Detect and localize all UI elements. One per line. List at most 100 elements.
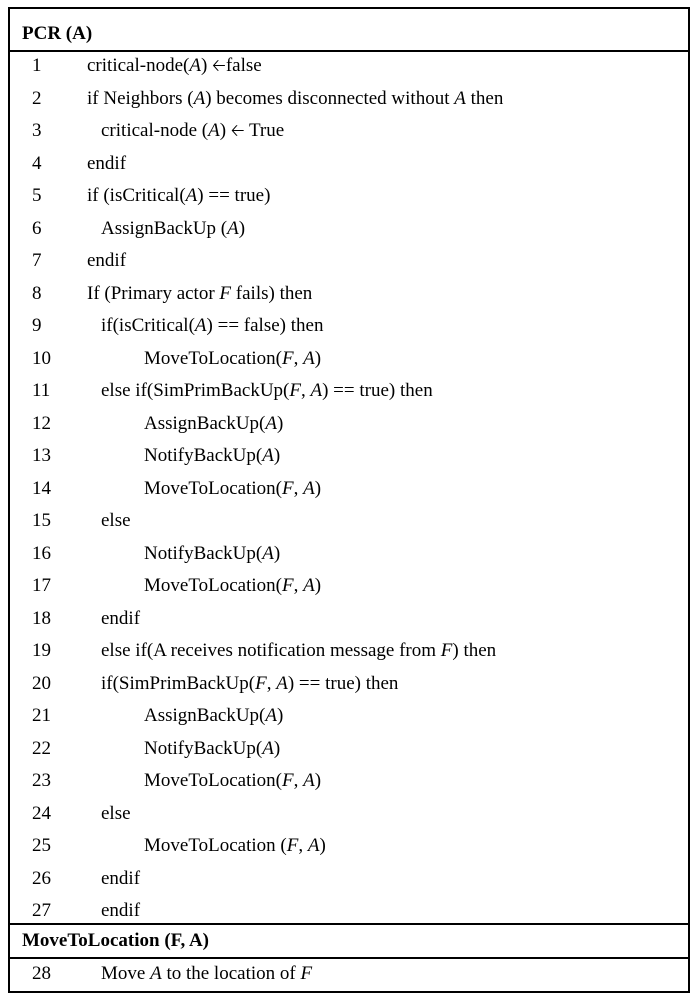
code-text: if (isCritical(	[87, 185, 186, 206]
algorithm-title-text: PCR (A)	[22, 23, 93, 44]
code-text: If (Primary actor	[87, 282, 220, 304]
line-code: endif	[101, 863, 140, 895]
variable-name: F	[255, 672, 267, 694]
code-text: )	[273, 542, 281, 564]
line-number: 20	[32, 672, 51, 694]
variable-name: A	[265, 412, 277, 434]
variable-name: A	[303, 347, 315, 369]
code-text: endif	[101, 607, 141, 629]
variable-name: A	[193, 87, 206, 109]
code-text: critical-node (	[101, 120, 209, 141]
code-text: )	[314, 347, 322, 369]
code-text: else	[101, 510, 131, 531]
code-text: then	[465, 87, 504, 109]
line-number: 8	[32, 282, 42, 304]
code-text: ) == false) then	[206, 315, 324, 336]
line-code: MoveToLocation(F, A)	[144, 473, 321, 505]
code-text: MoveToLocation(	[144, 575, 282, 596]
line-code: critical-node (A) 🡠 True	[101, 115, 284, 147]
line-code: NotifyBackUp(A)	[144, 440, 280, 472]
line-number: 4	[32, 152, 42, 174]
assign-arrow-icon: 🡠	[230, 121, 245, 141]
algorithm-line: 27 endif	[0, 895, 700, 927]
code-text: ,	[293, 347, 304, 369]
line-number: 16	[32, 542, 51, 564]
code-text: )	[238, 217, 246, 239]
line-number: 3	[32, 120, 42, 141]
line-code: MoveToLocation(F, A)	[144, 765, 321, 797]
line-number: 25	[32, 835, 51, 856]
line-code: AssignBackUp(A)	[144, 700, 283, 732]
code-text: MoveToLocation(	[144, 477, 282, 499]
line-number: 18	[32, 607, 51, 629]
code-text: endif	[101, 900, 141, 921]
code-text: endif	[87, 250, 127, 271]
code-text: NotifyBackUp(	[144, 445, 263, 466]
code-text: AssignBackUp (	[101, 217, 228, 239]
variable-name: F	[286, 835, 299, 856]
algorithm-line: 23 MoveToLocation(F, A)	[0, 765, 700, 797]
line-code: if(SimPrimBackUp(F, A) == true) then	[101, 668, 398, 700]
line-number: 11	[32, 380, 51, 401]
code-text: ) == true)	[197, 185, 271, 206]
code-text: MoveToLocation(	[144, 770, 282, 791]
section-divider	[8, 923, 690, 925]
algorithm-line: 16 NotifyBackUp(A)	[0, 538, 700, 570]
line-code: If (Primary actor F fails) then	[87, 278, 312, 310]
line-code: MoveToLocation(F, A)	[144, 570, 321, 602]
code-text: ) then	[452, 640, 497, 661]
line-code: MoveToLocation(F, A)	[144, 343, 321, 375]
algorithm-title: PCR (A)	[22, 22, 92, 46]
variable-name: F	[440, 640, 453, 661]
code-text: else	[101, 802, 131, 824]
code-text: if Neighbors (	[87, 87, 194, 109]
code-text: false	[225, 55, 262, 76]
code-text: )	[277, 705, 284, 726]
line-code: endif	[87, 148, 126, 180]
line-number: 17	[32, 575, 51, 596]
variable-name: F	[281, 575, 294, 596]
algorithm-line: 4 endif	[0, 148, 700, 180]
line-code: endif	[101, 895, 140, 927]
line-code: AssignBackUp (A)	[101, 213, 245, 245]
variable-name: A	[262, 542, 274, 564]
line-number: 21	[32, 705, 51, 726]
code-text: )	[219, 120, 231, 141]
subroutine-title-text: MoveToLocation (F, A)	[22, 930, 210, 951]
algorithm-line: 10 MoveToLocation(F, A)	[0, 343, 700, 375]
code-text: AssignBackUp(	[144, 705, 266, 726]
line-code: MoveToLocation (F, A)	[144, 830, 326, 862]
code-text: NotifyBackUp(	[144, 737, 263, 759]
code-text: ,	[293, 477, 304, 499]
code-text: critical-node(	[87, 55, 190, 76]
line-code: else if(A receives notification message …	[101, 635, 496, 667]
code-text: ) == true) then	[287, 672, 399, 694]
line-number: 6	[32, 217, 42, 239]
code-text: ,	[293, 770, 304, 791]
line-code: Move A to the location of F	[101, 958, 312, 990]
line-number: 27	[32, 900, 51, 921]
algorithm-line: 17 MoveToLocation(F, A)	[0, 570, 700, 602]
code-text: NotifyBackUp(	[144, 542, 263, 564]
line-number: 10	[32, 347, 51, 369]
line-number: 23	[32, 770, 51, 791]
algorithm-line: 18 endif	[0, 603, 700, 635]
code-text: AssignBackUp(	[144, 412, 266, 434]
variable-name: A	[307, 835, 320, 856]
code-text: if(isCritical(	[101, 315, 195, 336]
line-code: AssignBackUp(A)	[144, 408, 283, 440]
line-code: if Neighbors (A) becomes disconnected wi…	[87, 83, 503, 115]
algorithm-line: 3 critical-node (A) 🡠 True	[0, 115, 700, 147]
title-divider	[8, 50, 690, 52]
